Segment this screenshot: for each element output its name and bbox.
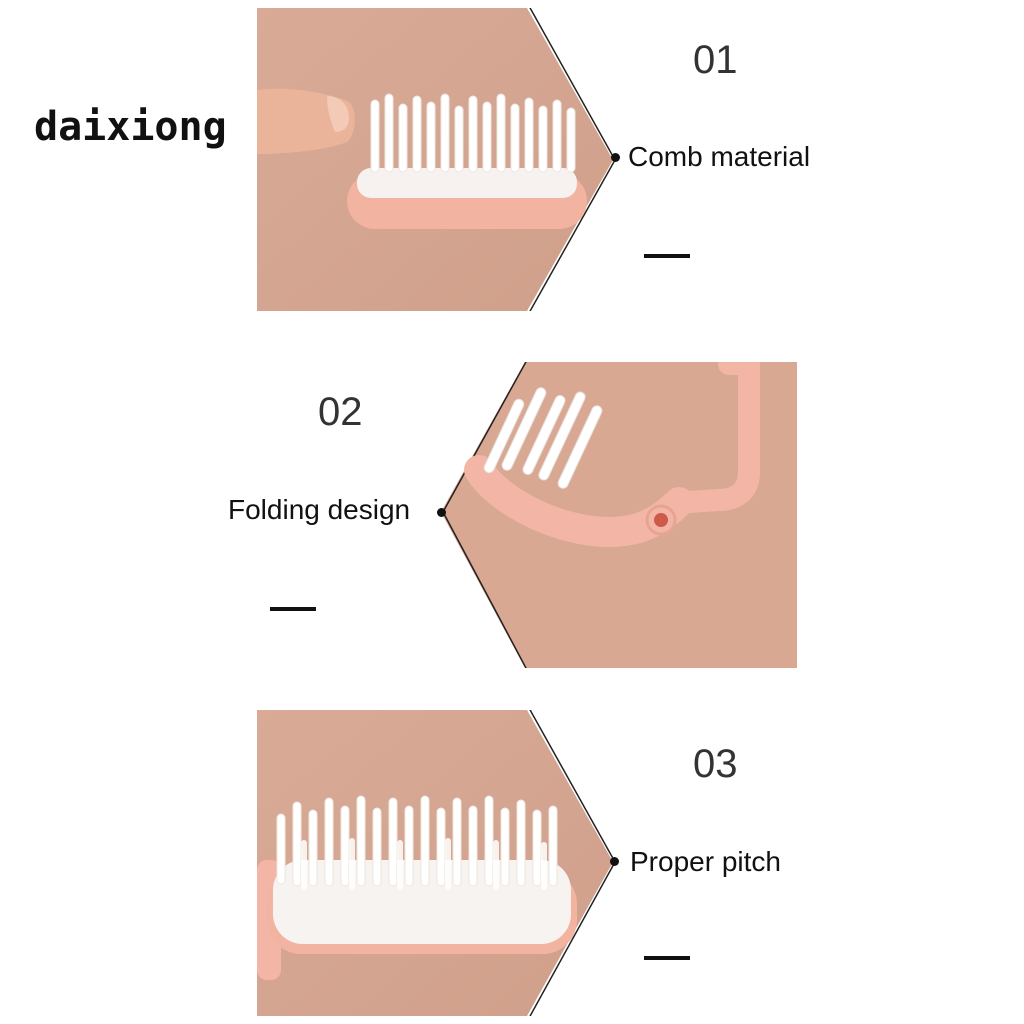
bullet-dot-3 — [610, 857, 619, 866]
feature-panel-3 — [257, 710, 617, 1016]
comb-material-photo — [257, 8, 616, 311]
divider-dash-2 — [270, 607, 316, 611]
feature-number-1: 01 — [693, 38, 738, 82]
bullet-dot-2 — [437, 508, 446, 517]
feature-label-1: Comb material — [628, 141, 811, 172]
feature-number-3: 03 — [693, 742, 738, 786]
folding-design-photo — [441, 362, 797, 668]
brand-watermark: daixiong — [34, 104, 227, 150]
feature-label-2: Folding design — [228, 494, 411, 525]
feature-label-3: Proper pitch — [630, 846, 781, 877]
divider-dash-3 — [644, 956, 690, 960]
divider-dash-1 — [644, 254, 690, 258]
proper-pitch-photo — [257, 710, 616, 1016]
feature-panel-1 — [257, 8, 617, 311]
feature-panel-2 — [439, 362, 799, 668]
feature-number-2: 02 — [318, 390, 363, 434]
bullet-dot-1 — [611, 153, 620, 162]
